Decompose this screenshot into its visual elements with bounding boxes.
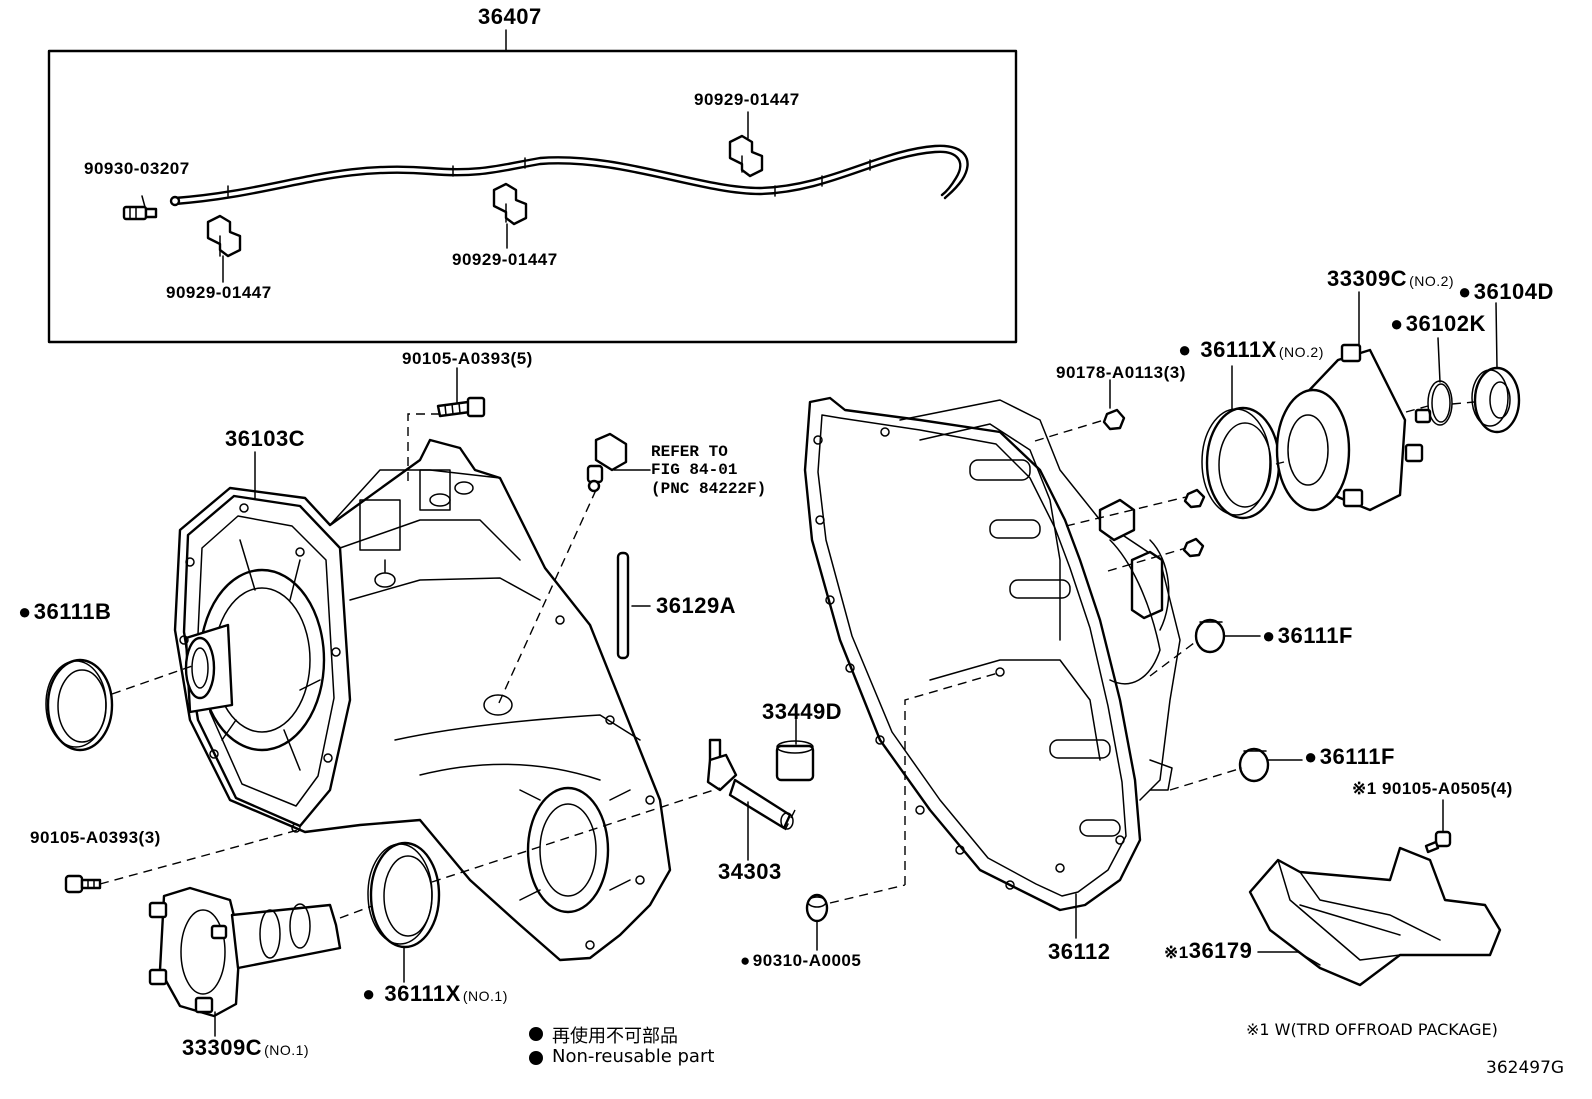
label-rear-case: 36112 bbox=[1048, 939, 1111, 964]
assembly-box bbox=[47, 49, 1018, 344]
label-flange-no2: 33309C(NO.2) bbox=[1327, 268, 1454, 290]
label-seal-no1: 36111X(NO.1) bbox=[362, 983, 508, 1005]
flange-no1 bbox=[148, 886, 342, 1018]
flange-no1-code: 33309C bbox=[182, 1035, 263, 1060]
label-assembly: 36407 bbox=[478, 4, 542, 29]
label-seal-left: 36111B bbox=[18, 601, 111, 623]
leaders bbox=[99, 291, 1498, 1037]
cable-plug bbox=[122, 195, 158, 221]
label-snap-ring: 36102K bbox=[1390, 313, 1486, 335]
legend-en: Non-reusable part bbox=[552, 1046, 715, 1067]
speedometer-cable bbox=[169, 144, 969, 207]
seal-36111X-no2 bbox=[1201, 406, 1281, 520]
sensor-switch bbox=[586, 432, 628, 493]
seal-36111B bbox=[45, 658, 114, 752]
legend-jp: 再使用不可部品 bbox=[552, 1026, 678, 1047]
seal-no2-code: 36111X bbox=[1200, 337, 1277, 362]
seal-36111X-no1 bbox=[367, 841, 441, 949]
bolt-skid-code: 90105-A0505(4) bbox=[1381, 779, 1513, 798]
snap-ring bbox=[1427, 380, 1453, 426]
label-pin: 36129A bbox=[656, 593, 737, 618]
label-skid-plate: ※136179 bbox=[1164, 940, 1252, 962]
label-clamp-center: 90929-01447 bbox=[452, 250, 558, 269]
label-bolt-skid: ※1 90105-A0505(4) bbox=[1352, 780, 1513, 797]
skid-plate bbox=[1248, 846, 1502, 987]
label-seal-no2: 36111X(NO.2) bbox=[1178, 339, 1324, 361]
seal-no2-sub: (NO.2) bbox=[1278, 344, 1324, 360]
skid-plate-code: 36179 bbox=[1188, 938, 1253, 963]
dust-deflector bbox=[1471, 366, 1521, 434]
flange-no2 bbox=[1275, 343, 1432, 512]
label-dust-deflector: 36104D bbox=[1458, 281, 1554, 303]
label-refer: REFER TO FIG 84-01 (PNC 84222F) bbox=[651, 443, 767, 498]
label-sleeve: 33449D bbox=[762, 699, 843, 724]
clamp-top-right bbox=[728, 111, 764, 178]
bolt-left bbox=[64, 874, 102, 894]
label-bushing-lower: 36111F bbox=[1304, 746, 1395, 768]
bushing-upper bbox=[1194, 618, 1226, 654]
label-plug: 90310-A0005 bbox=[740, 952, 861, 969]
flange-no2-sub: (NO.2) bbox=[1409, 273, 1455, 289]
front-case bbox=[173, 438, 672, 962]
seal-no1-code: 36111X bbox=[384, 981, 461, 1006]
bolt-top bbox=[436, 396, 486, 418]
bolt-skid-mark: ※1 bbox=[1352, 779, 1377, 798]
label-cable-plug: 90930-03207 bbox=[84, 159, 190, 178]
label-clamp-top-right: 90929-01447 bbox=[694, 90, 800, 109]
seal-no1-sub: (NO.1) bbox=[462, 988, 508, 1004]
clamp-center bbox=[492, 182, 528, 249]
skid-plate-mark: ※1 bbox=[1164, 943, 1189, 962]
diagram-id: 362497G bbox=[1486, 1058, 1565, 1078]
pin-36129A bbox=[616, 551, 630, 660]
label-front-case: 36103C bbox=[225, 426, 306, 451]
flange-no1-sub: (NO.1) bbox=[264, 1042, 310, 1058]
bushing-lower bbox=[1238, 747, 1270, 783]
clamp-left bbox=[206, 214, 242, 283]
plug-90310 bbox=[805, 893, 829, 923]
legend-dot-en bbox=[529, 1051, 543, 1065]
label-bolt-top: 90105-A0393(5) bbox=[402, 349, 533, 368]
label-bolt-left-bottom: 90105-A0393(3) bbox=[30, 828, 161, 847]
label-bushing-upper: 36111F bbox=[1262, 625, 1353, 647]
sensor-34303 bbox=[706, 738, 794, 830]
label-flange-no1: 33309C(NO.1) bbox=[182, 1037, 309, 1059]
nuts bbox=[1102, 408, 1206, 558]
label-sensor: 34303 bbox=[718, 859, 782, 884]
bolt-skid bbox=[1424, 830, 1452, 854]
label-clamp-left: 90929-01447 bbox=[166, 283, 272, 302]
rear-case bbox=[803, 396, 1181, 912]
legend-dot-jp bbox=[529, 1027, 543, 1041]
legend-footnote: ※1 W(TRD OFFROAD PACKAGE) bbox=[1246, 1020, 1498, 1039]
sleeve-33449D bbox=[775, 740, 815, 782]
flange-no2-code: 33309C bbox=[1327, 266, 1408, 291]
label-nut: 90178-A0113(3) bbox=[1056, 363, 1186, 382]
